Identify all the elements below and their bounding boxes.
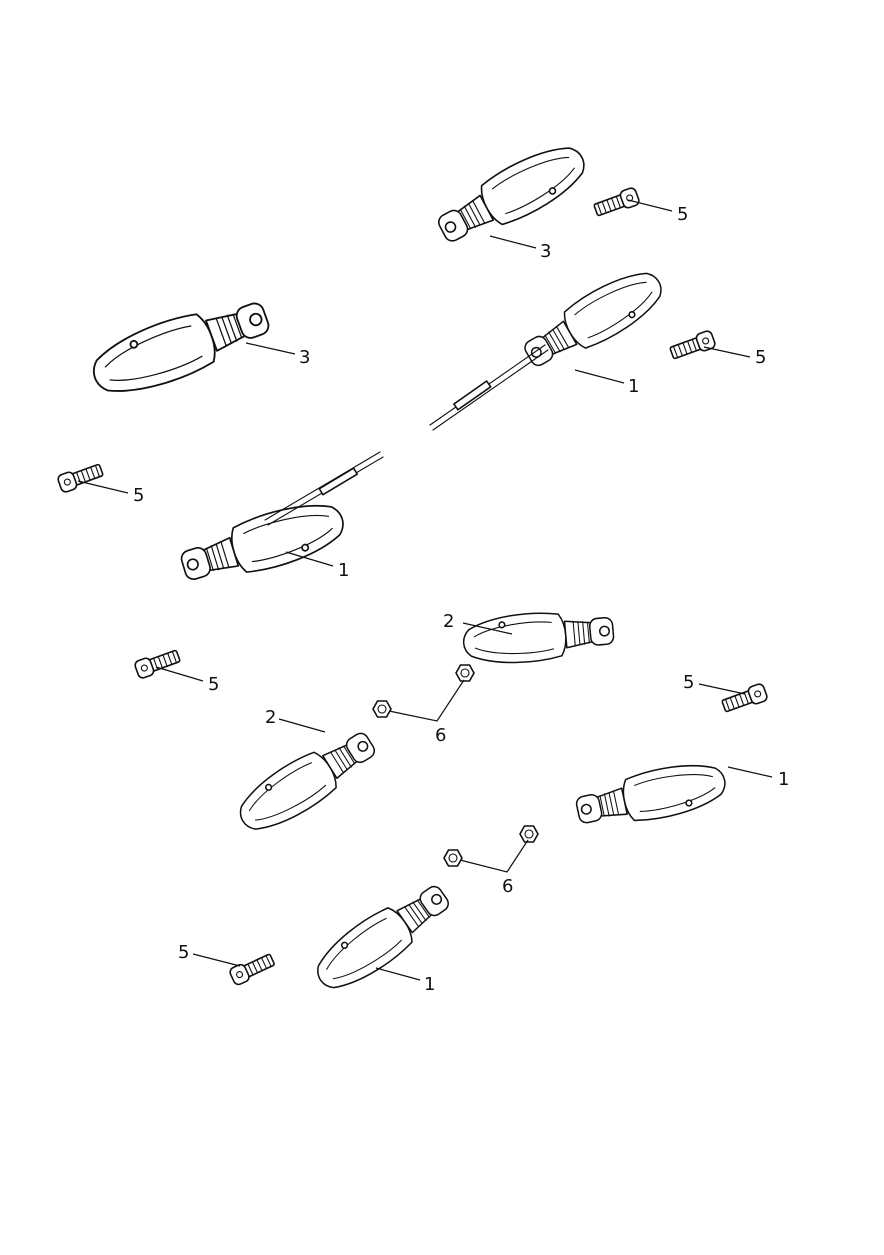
- bolt-top-right: [591, 185, 642, 220]
- callout-label: 3: [299, 347, 310, 368]
- indicator-upper-left: [84, 287, 277, 407]
- nut-lower-b: [519, 825, 539, 843]
- bolt-center-right: [667, 328, 718, 363]
- indicator-middle-left: [175, 492, 351, 594]
- callout-label: 2: [443, 611, 454, 632]
- callout-label: 5: [178, 942, 189, 963]
- indicator-middle-right: [460, 605, 616, 669]
- bolt-middle-right: [719, 681, 770, 716]
- callout-labels: 5 3 3 1 5 5 1 2 5 5 2 6 1 6 5 1: [133, 204, 789, 995]
- leader-lines: [77, 199, 773, 981]
- nut-lower-a: [443, 849, 463, 867]
- indicator-center-right: [516, 260, 672, 379]
- callout-label: 6: [435, 725, 446, 746]
- callout-label: 3: [540, 241, 551, 262]
- indicator-lower-right: [572, 755, 731, 836]
- bolt-middle-left: [132, 646, 183, 681]
- cable-middle-left: [264, 451, 384, 526]
- callout-label: 5: [677, 204, 688, 225]
- callout-label: 5: [683, 672, 694, 693]
- nut-upper-b: [455, 664, 475, 682]
- indicator-top-right: [429, 134, 595, 255]
- bolt-bottom: [227, 950, 277, 987]
- callout-label: 1: [628, 376, 639, 397]
- callout-label: 6: [502, 876, 513, 897]
- bolt-upper-left: [55, 460, 106, 495]
- callout-label: 1: [338, 560, 349, 581]
- callout-label: 5: [755, 347, 766, 368]
- callout-label: 5: [133, 485, 144, 506]
- indicator-lower-left: [229, 720, 384, 843]
- callout-label: 1: [778, 769, 789, 790]
- callout-label: 1: [424, 974, 435, 995]
- callout-label: 5: [208, 674, 219, 695]
- callout-label: 2: [265, 707, 276, 728]
- cable-center-right: [429, 344, 549, 431]
- nut-upper-a: [372, 700, 392, 718]
